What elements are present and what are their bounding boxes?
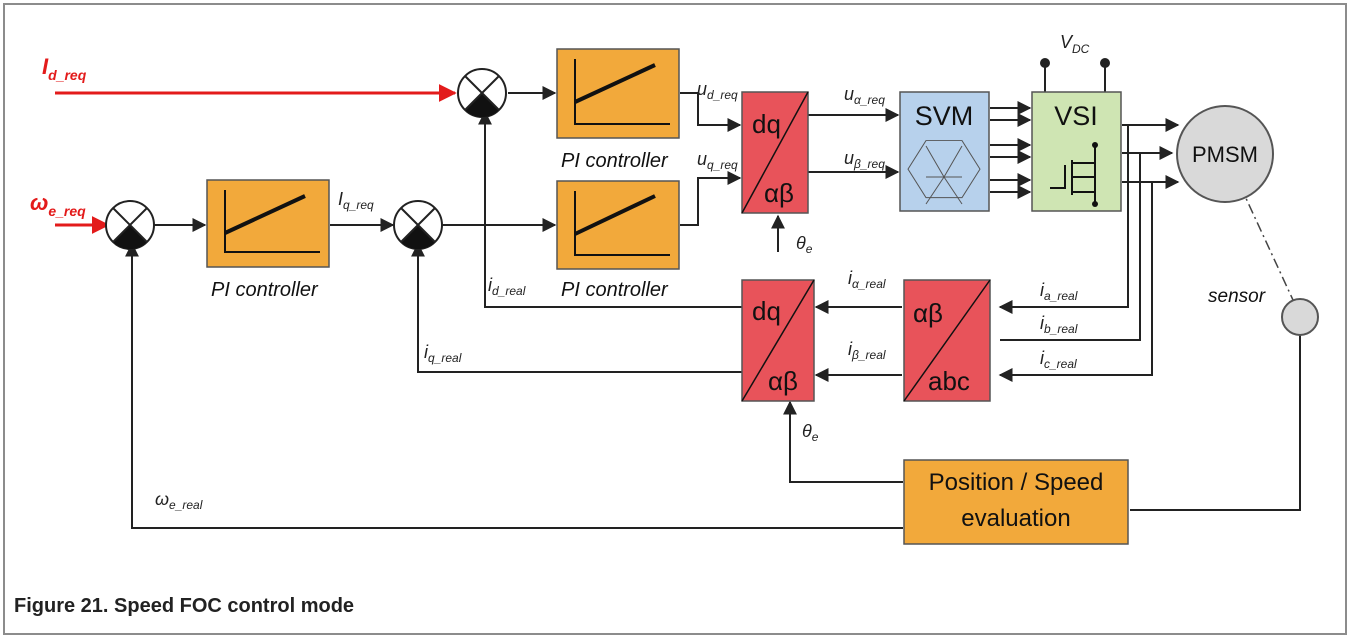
pmsm-motor <box>1176 105 1274 203</box>
vdc-label: VDC <box>1060 32 1090 56</box>
park-inv-top-label: dq <box>752 109 781 139</box>
pi-controller-speed <box>206 179 330 268</box>
wire-ib-feedback <box>1000 153 1141 341</box>
svm-hexagon-icon <box>907 140 981 199</box>
position-speed-line1: Position / Speed <box>929 469 1104 496</box>
ud-req-label: ud_req <box>697 79 738 102</box>
wire-pi-q-park-inv <box>680 171 742 226</box>
ibeta-real-label: iβ_real <box>848 339 886 362</box>
ualpha-req-label: uα_req <box>844 84 885 107</box>
sum-junction-q <box>393 200 443 250</box>
clarke-block <box>903 279 991 402</box>
wire-ia-feedback <box>998 125 1129 314</box>
wire-sensor <box>1130 334 1301 511</box>
vdc-terminal-left <box>1040 58 1050 68</box>
sensor-label: sensor <box>1208 286 1266 307</box>
ib-real-label: ib_real <box>1040 313 1078 336</box>
iq-req-label: Iq_req <box>338 189 374 212</box>
id-real-label: id_real <box>488 275 526 298</box>
theta-top-label: θe <box>796 233 813 256</box>
park-top-label: dq <box>752 296 781 326</box>
iq-real-label: iq_real <box>424 342 462 365</box>
clarke-bottom-label: abc <box>928 366 970 396</box>
svm-block <box>899 91 990 212</box>
pmsm-label: PMSM <box>1192 142 1258 167</box>
park-inv-bottom-label: αβ <box>764 178 794 208</box>
ic-real-label: ic_real <box>1040 348 1077 371</box>
wire-pi-d-park-inv <box>680 92 742 132</box>
wire-id-real <box>478 110 742 308</box>
id-req-label: Id_req <box>42 54 87 83</box>
ialpha-real-label: iα_real <box>848 268 886 291</box>
position-speed-block <box>903 459 1129 545</box>
wire-iq-real <box>411 242 742 373</box>
figure-caption: Figure 21. Speed FOC control mode <box>14 595 355 617</box>
svm-label: SVM <box>915 101 974 131</box>
pi-controller-q <box>556 180 680 270</box>
vsi-block <box>1031 91 1122 212</box>
sensor-icon <box>1281 298 1319 336</box>
pi-d-label: PI controller <box>561 150 669 172</box>
inverse-park-block <box>741 91 809 214</box>
uq-req-label: uq_req <box>697 149 738 172</box>
sum-junction-d <box>457 68 507 118</box>
ubeta-req-label: uβ_req <box>844 148 885 171</box>
pi-controller-d <box>556 48 680 139</box>
omega-req-label: ωe_req <box>30 190 86 219</box>
omega-real-label: ωe_real <box>155 489 203 512</box>
pi-speed-label: PI controller <box>211 279 319 301</box>
vdc-terminal-right <box>1100 58 1110 68</box>
park-bottom-label: αβ <box>768 366 798 396</box>
svm-hexagon-spokes <box>925 145 963 205</box>
mosfet-icon <box>1050 145 1096 204</box>
sum-junction-speed <box>105 200 155 250</box>
clarke-top-label: αβ <box>913 298 943 328</box>
park-block <box>741 279 815 402</box>
position-speed-line2: evaluation <box>961 505 1070 532</box>
pi-q-label: PI controller <box>561 279 669 301</box>
theta-bottom-label: θe <box>802 421 819 444</box>
vsi-label: VSI <box>1054 101 1098 131</box>
wire-omega-real <box>125 242 903 529</box>
wire-theta-bottom <box>783 400 903 483</box>
ia-real-label: ia_real <box>1040 280 1078 303</box>
wire-ic-feedback <box>998 182 1153 382</box>
